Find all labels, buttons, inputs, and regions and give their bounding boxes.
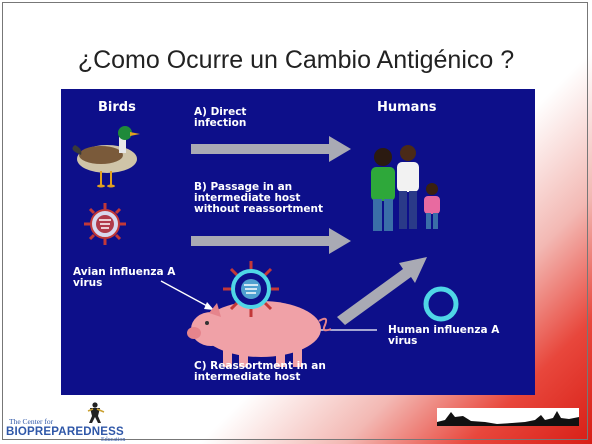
arrow-avian-label-to-pig [160, 280, 214, 310]
route-a-label: A) Direct infection [194, 106, 247, 129]
arrow-direct-infection [191, 136, 351, 162]
human-family-illustration [371, 145, 440, 231]
logo-sub-text: Education [101, 437, 126, 443]
antigenic-shift-figure: Birds Humans A) Direct infection B) Pass… [61, 89, 535, 395]
arrow-pig-to-humans [337, 257, 427, 325]
biopreparedness-logo: The Center for BIOPREPAREDNESS Education [6, 402, 166, 443]
reassortant-virus-icon [223, 261, 279, 317]
birds-heading: Birds [98, 100, 136, 115]
pig-illustration [187, 301, 332, 367]
avian-virus-label: Avian influenza A virus [73, 266, 176, 289]
figure-logo-icon [87, 402, 105, 423]
avian-virus-icon [84, 203, 126, 245]
figure-artwork [72, 126, 459, 367]
route-c-label: C) Reassortment in an intermediate host [194, 360, 326, 383]
humans-heading: Humans [377, 100, 437, 115]
skyline-banner [437, 408, 579, 426]
slide-title: ¿Como Ocurre un Cambio Antigénico ? [77, 46, 515, 74]
human-virus-label: Human influenza A virus [388, 324, 500, 347]
logo-small-text: The Center for [9, 417, 54, 426]
duck-illustration [72, 126, 140, 188]
human-virus-icon [423, 286, 459, 322]
route-b-label: B) Passage in an intermediate host witho… [194, 181, 324, 215]
logo-main-text: BIOPREPAREDNESS [6, 426, 124, 438]
arrow-passage-no-reassortment [191, 228, 351, 254]
